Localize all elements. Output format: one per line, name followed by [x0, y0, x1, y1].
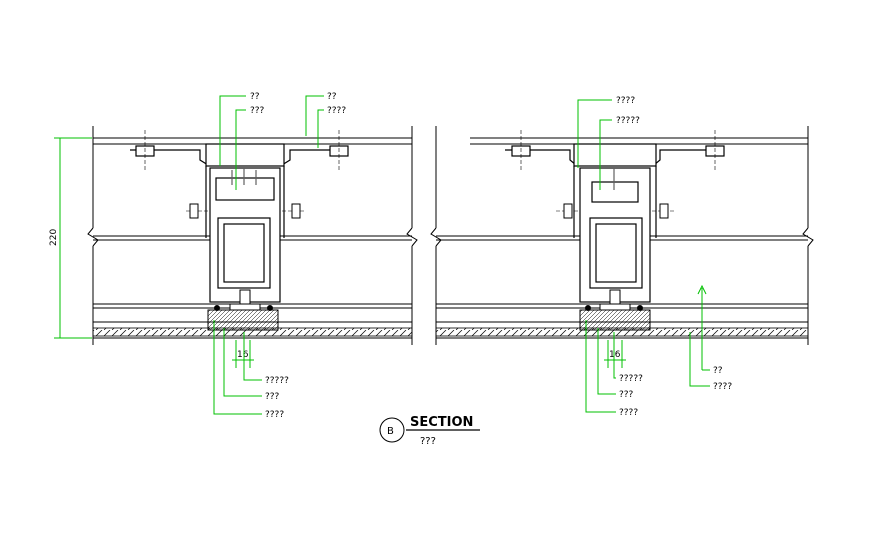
left-height-dimension: [54, 137, 92, 339]
left-label-top-4: ????: [327, 106, 346, 116]
left-bottom-connector: [207, 289, 279, 331]
left-width-dimension: [232, 340, 254, 368]
left-bottom-leaders: [213, 320, 262, 415]
left-top-leaders: [219, 95, 324, 190]
right-top-leaders: [577, 99, 612, 190]
right-bottom-leaders: [585, 320, 616, 413]
right-width-dimension-text: 16: [609, 350, 621, 360]
left-label-top-3: ??: [327, 92, 337, 102]
right-section-detail: 16 ???? ????? ????? ??? ???? ?? ????: [430, 96, 814, 418]
right-label-bottom-3: ????: [619, 408, 638, 418]
section-title-block: B SECTION ???: [379, 415, 480, 447]
section-title: SECTION: [410, 415, 473, 430]
right-label-bottom-2: ???: [619, 390, 634, 400]
left-hanger-brackets: [130, 130, 349, 170]
section-subtitle: ???: [420, 436, 436, 447]
left-width-dimension-text: 16: [237, 350, 249, 360]
right-label-side-2: ????: [713, 382, 732, 392]
left-label-bottom-2: ???: [265, 392, 280, 402]
right-mullion-profile: [579, 167, 651, 303]
left-section-detail: 220 16 ?? ??? ?? ???? ????? ??? ????: [49, 92, 418, 420]
left-mullion-profile: [209, 167, 281, 303]
left-label-bottom-3: ????: [265, 410, 284, 420]
right-label-top-2: ?????: [616, 116, 640, 126]
left-height-dimension-text: 220: [49, 229, 59, 246]
left-label-bottom-1: ?????: [265, 376, 289, 386]
right-side-leaders: [689, 284, 710, 387]
left-label-top-2: ???: [250, 106, 265, 116]
right-label-bottom-1: ?????: [619, 374, 643, 384]
section-marker-letter: B: [387, 426, 394, 437]
section-marker-circle: [379, 417, 405, 443]
left-steel-hanger: [205, 143, 285, 238]
right-label-top-1: ????: [616, 96, 635, 106]
left-label-top-1: ??: [250, 92, 260, 102]
right-bottom-connector: [579, 289, 651, 331]
right-hanger-brackets: [505, 130, 725, 170]
right-label-side-1: ??: [713, 366, 723, 376]
right-width-dimension: [604, 340, 626, 368]
right-steel-hanger: [573, 143, 657, 238]
